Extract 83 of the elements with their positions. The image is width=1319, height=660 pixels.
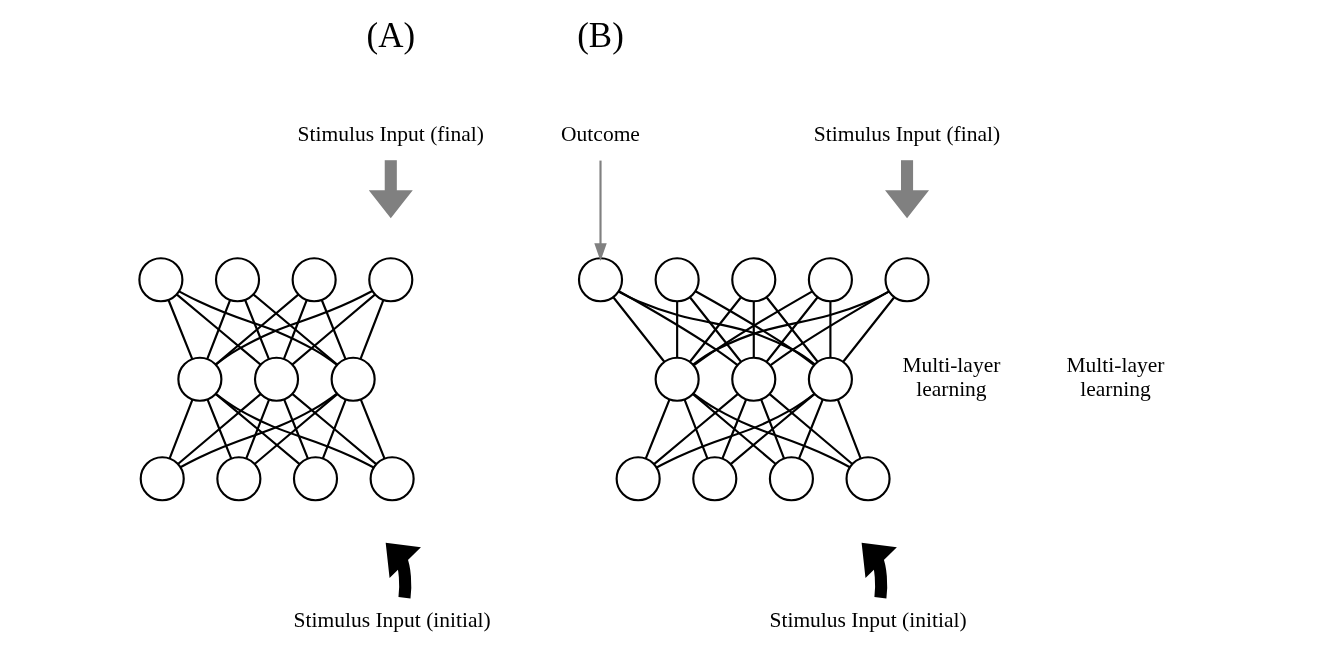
connector — [291, 293, 376, 366]
connector — [243, 299, 270, 360]
connector — [214, 293, 299, 366]
node-text: Stimulus Input (initial) — [769, 608, 967, 633]
connector — [769, 290, 889, 367]
node-circle — [253, 356, 299, 402]
connector — [176, 393, 261, 465]
node-circle — [215, 456, 261, 502]
arrow — [385, 542, 421, 599]
connector — [168, 399, 193, 459]
connector — [691, 290, 889, 366]
node-circle — [730, 356, 776, 402]
node-circle — [369, 456, 415, 502]
arrow — [861, 542, 897, 599]
connector — [836, 399, 862, 459]
connector — [252, 293, 338, 366]
connector — [205, 299, 231, 360]
arrow — [593, 160, 607, 262]
label: (A) — [366, 15, 415, 55]
connector — [688, 296, 742, 363]
node-circle — [768, 456, 814, 502]
label: Multi-layer learning — [1065, 353, 1164, 402]
node-text: Stimulus Input (final) — [297, 122, 484, 147]
connector — [617, 290, 738, 366]
node-circle — [137, 257, 183, 303]
node-circle — [844, 456, 891, 502]
node-circle — [654, 356, 700, 402]
connector — [253, 393, 338, 465]
node-circle — [176, 356, 222, 402]
node-circle — [807, 257, 853, 303]
node-text: Outcome — [560, 122, 640, 147]
node-circle — [291, 257, 337, 303]
label: Multi-layer learning — [901, 353, 1000, 402]
arrow — [368, 160, 413, 219]
node-circle — [330, 356, 376, 402]
connector — [675, 301, 678, 358]
connector — [244, 399, 270, 459]
node-circle — [807, 356, 853, 402]
connector — [752, 301, 755, 358]
connector — [759, 399, 785, 459]
connector — [175, 293, 261, 366]
connector — [617, 290, 815, 366]
connector — [167, 299, 193, 360]
connector — [214, 290, 373, 366]
connector — [206, 399, 232, 459]
connector — [765, 296, 818, 363]
connector — [729, 393, 815, 465]
connector — [655, 393, 815, 469]
connector — [841, 296, 895, 363]
node-circle — [577, 257, 623, 303]
connector — [178, 290, 338, 366]
node-text: Stimulus Input (final) — [813, 122, 1000, 147]
node-circle — [292, 456, 338, 502]
node-circle — [883, 257, 930, 303]
connector — [797, 399, 824, 459]
connector — [652, 393, 738, 465]
connector — [359, 299, 384, 360]
connector — [214, 393, 374, 469]
connector — [828, 301, 831, 358]
node-circle — [730, 257, 776, 303]
connector — [320, 299, 346, 360]
connector — [768, 393, 853, 465]
connector — [691, 393, 776, 465]
connector — [321, 399, 347, 459]
connector — [282, 299, 308, 360]
node-circle — [367, 257, 413, 303]
arrow — [884, 160, 929, 219]
connector — [179, 392, 338, 469]
node-circle — [691, 456, 737, 502]
node-circle — [214, 257, 260, 303]
node-circle — [654, 257, 700, 303]
connector — [683, 399, 708, 459]
node-circle — [615, 456, 661, 502]
connector — [282, 399, 309, 459]
connector — [644, 399, 670, 459]
node-circle — [139, 456, 185, 502]
connector — [720, 399, 747, 459]
connector — [692, 392, 850, 469]
label: (B) — [576, 15, 624, 55]
connector — [291, 393, 377, 465]
connector — [612, 296, 665, 363]
connector — [359, 399, 385, 459]
node-text: Stimulus Input (initial) — [293, 608, 491, 633]
